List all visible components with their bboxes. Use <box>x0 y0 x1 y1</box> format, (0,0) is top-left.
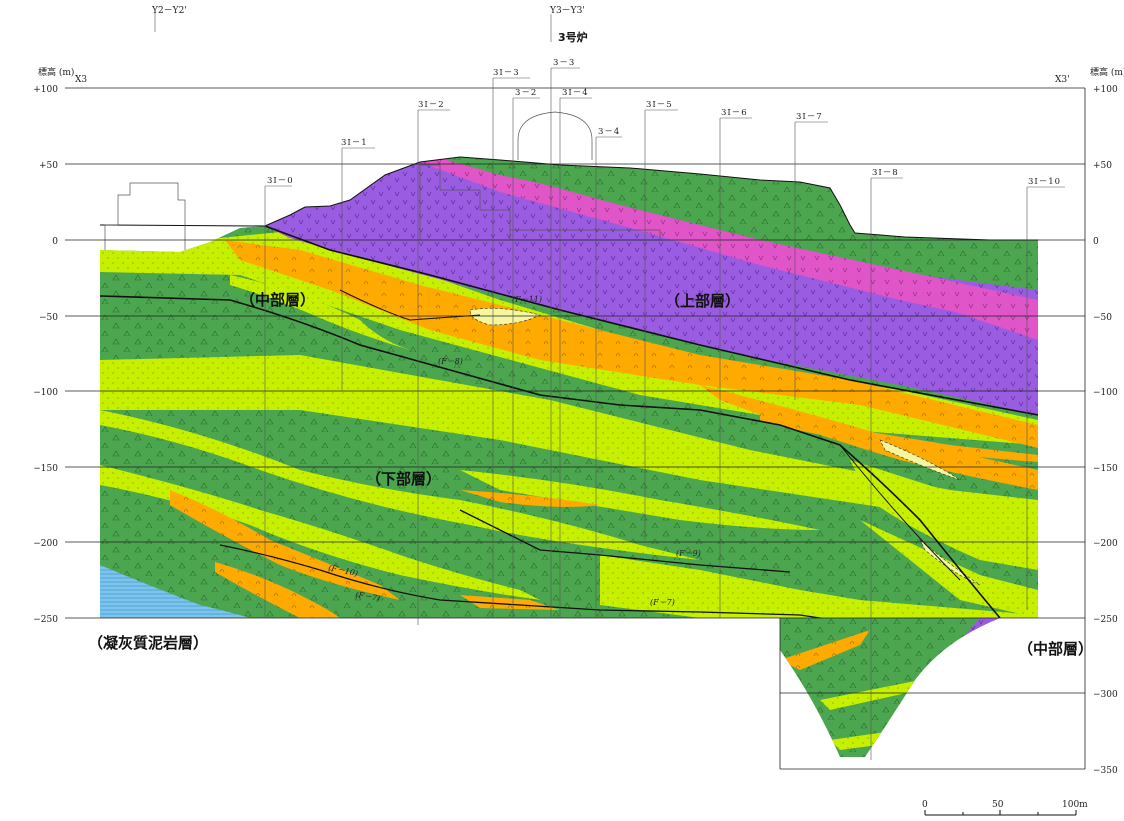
borehole-label: 3I－0 <box>267 176 294 186</box>
formation-label-upper: （上部層） <box>665 292 740 310</box>
section-start-label: X3 <box>75 75 87 85</box>
formation-label-middle-left: （中部層） <box>240 291 315 309</box>
formation-label-tuff-mudstone: （凝灰質泥岩層） <box>88 634 208 652</box>
borehole-label: 3I－7 <box>796 112 823 122</box>
borehole-labels: 3I－0 3I－1 3I－2 3I－3 3－2 3－3 3I－4 3－4 3I－… <box>267 58 1061 187</box>
scale-label: 100m <box>1062 800 1088 810</box>
elevation-tick: −200 <box>33 539 58 549</box>
geology-deep-bowl <box>780 618 1000 757</box>
fault-label: (F－9) <box>676 549 701 558</box>
borehole-leaders <box>265 67 1065 188</box>
fault-label: (F－11) <box>512 295 542 304</box>
elevation-tick: −150 <box>1093 464 1118 474</box>
elevation-unit-right: 標高 (m) <box>1090 66 1124 78</box>
borehole-lines <box>154 12 1028 760</box>
elevation-tick: −300 <box>1093 690 1118 700</box>
borehole-label: 3I－1 <box>341 138 368 148</box>
elevation-tick: −250 <box>1093 615 1118 625</box>
elevation-tick: 0 <box>1093 237 1099 247</box>
reactor-building-outline <box>419 164 511 240</box>
elevation-tick: +50 <box>1093 161 1112 171</box>
borehole-label: 3I－10 <box>1028 177 1061 187</box>
elevation-ticks-right: +100 +50 0 −50 −100 −150 −200 −250 −300 … <box>1093 85 1118 776</box>
fault-label: (F－8) <box>438 357 463 366</box>
borehole-label: 3I－6 <box>721 108 748 118</box>
elevation-tick: +100 <box>33 85 58 95</box>
fault-label: (F－7) <box>650 598 675 607</box>
reference-line-label-mid: Y3－Y3' <box>549 6 585 16</box>
formation-label-lower: （下部層） <box>366 470 441 488</box>
elevation-tick: +100 <box>1093 85 1118 95</box>
elevation-tick: −200 <box>1093 539 1118 549</box>
elevation-grid <box>65 87 1086 770</box>
borehole-label: 3I－4 <box>562 88 589 98</box>
elevation-tick: +50 <box>39 161 58 171</box>
section-end-label: X3' <box>1055 75 1070 85</box>
geology-body <box>100 157 1038 618</box>
scale-label: 0 <box>922 800 928 810</box>
borehole-label: 3－2 <box>515 88 537 98</box>
elevation-tick: −50 <box>39 313 58 323</box>
elevation-tick: −50 <box>1093 313 1112 323</box>
elevation-tick: −100 <box>33 388 58 398</box>
formation-label-middle-right: （中部層） <box>1018 640 1093 658</box>
left-building-outline <box>104 182 186 250</box>
borehole-label: 3I－8 <box>872 168 899 178</box>
fault-label: (F－7) <box>355 590 381 603</box>
scale-bar: 0 50 100m <box>922 800 1088 816</box>
elevation-tick: 0 <box>52 237 58 247</box>
borehole-label: 3－3 <box>553 58 575 68</box>
elevation-tick: −250 <box>33 615 58 625</box>
ground-surface-line <box>99 156 1038 241</box>
elevation-unit-left: 標高 (m) <box>38 66 74 78</box>
elevation-tick: −150 <box>33 464 58 474</box>
elevation-tick: −350 <box>1093 766 1118 776</box>
reactor-dome-outline <box>517 111 593 160</box>
formation-labels: （上部層） （中部層） （下部層） （凝灰質泥岩層） （中部層） <box>88 291 1093 658</box>
reactor-label: 3号炉 <box>558 30 588 44</box>
elevation-ticks-left: +100 +50 0 −50 −100 −150 −200 −250 <box>33 85 58 625</box>
borehole-label: 3I－2 <box>418 100 445 110</box>
borehole-label: 3I－3 <box>493 68 520 78</box>
reference-line-label-left: Y2－Y2' <box>151 6 187 16</box>
scale-label: 50 <box>992 800 1004 810</box>
elevation-tick: −100 <box>1093 388 1118 398</box>
fault-labels: (F－11) (F－8) (F－9) (F－10) (F－7) (F－7) <box>328 295 701 607</box>
borehole-label: 3－4 <box>598 127 620 137</box>
borehole-label: 3I－5 <box>646 100 673 110</box>
